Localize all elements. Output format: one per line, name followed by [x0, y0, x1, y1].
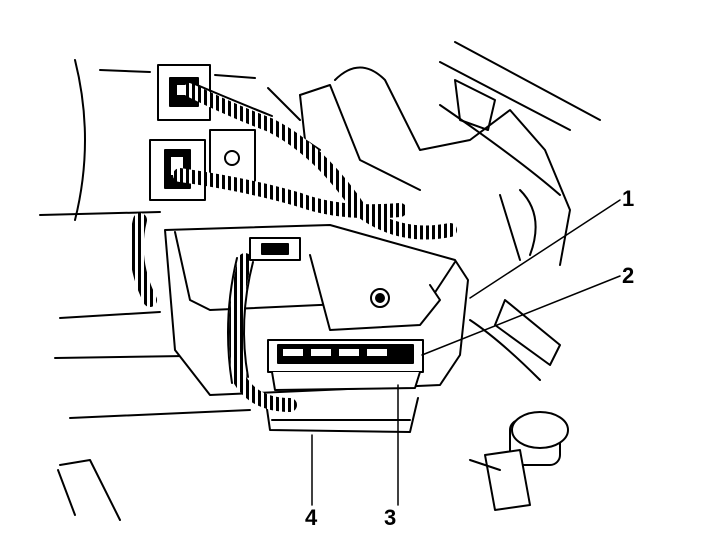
fastener-bolt [469, 411, 569, 511]
electrical-connector [267, 339, 424, 391]
wiring-harness [129, 83, 457, 412]
harness-clip [249, 237, 301, 261]
callout-4: 4 [305, 505, 318, 530]
module-bracket [264, 394, 419, 433]
callout-1: 1 [622, 186, 635, 211]
leader-lines [311, 199, 621, 506]
callout-2: 2 [622, 263, 635, 288]
column-lever [469, 299, 561, 381]
steering-column-shroud [299, 66, 571, 266]
harness-outline [189, 81, 273, 384]
background-panel-lines [39, 41, 601, 521]
callout-3: 3 [384, 505, 397, 530]
